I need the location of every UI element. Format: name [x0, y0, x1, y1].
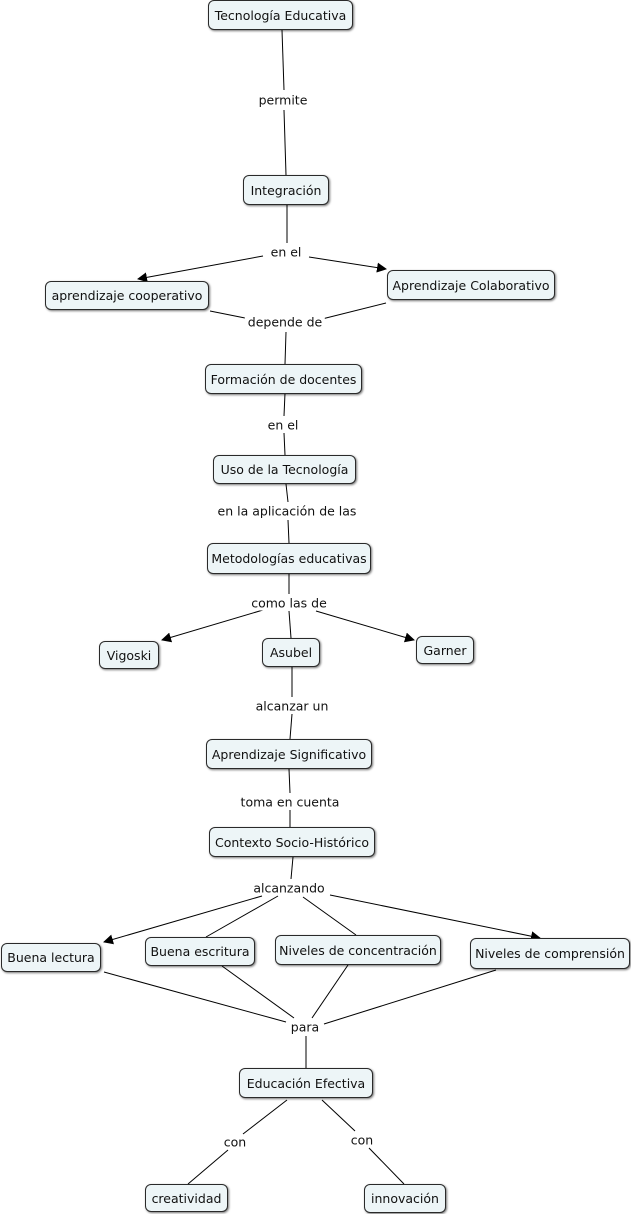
connector	[289, 713, 293, 740]
link-label-con: con	[220, 1134, 250, 1150]
link-label-alcanzando: alcanzando	[250, 880, 328, 896]
connector	[283, 392, 286, 417]
concept-garner[interactable]: Garner	[416, 636, 474, 664]
arrow-connector	[103, 895, 263, 945]
connector	[284, 331, 287, 365]
concept-buena-lectura[interactable]: Buena lectura	[1, 943, 101, 972]
connector	[221, 965, 295, 1019]
connector	[281, 29, 285, 91]
concept-vigoski[interactable]: Vigoski	[99, 641, 159, 669]
link-label-en-el: en el	[267, 244, 305, 260]
arrow-connector	[329, 894, 541, 942]
concept-uso-tecnologia[interactable]: Uso de la Tecnología	[213, 455, 356, 484]
arrow-connector	[137, 255, 264, 283]
concept-aprendizaje-colaborativo[interactable]: Aprendizaje Colaborativo	[387, 270, 555, 300]
connector	[285, 483, 289, 503]
link-label-en-la-aplicacion: en la aplicación de las	[214, 503, 360, 519]
connector	[209, 310, 251, 320]
connector	[323, 969, 497, 1025]
concept-educacion-efectiva[interactable]: Educación Efectiva	[239, 1068, 373, 1098]
link-label-depende-de: depende de	[244, 314, 326, 330]
concept-asubel[interactable]: Asubel	[262, 638, 320, 667]
arrow-connector	[161, 609, 264, 643]
concept-innovacion[interactable]: innovación	[364, 1184, 446, 1213]
connector	[290, 856, 294, 880]
connector	[321, 302, 387, 320]
concept-formacion-docentes[interactable]: Formación de docentes	[205, 364, 362, 394]
connector	[242, 1099, 288, 1135]
link-label-permite: permite	[255, 92, 311, 108]
connector	[311, 964, 349, 1019]
link-label-en-el: en el	[264, 417, 302, 433]
link-label-alcanzar-un: alcanzar un	[252, 698, 332, 714]
concept-creatividad[interactable]: creatividad	[145, 1184, 228, 1212]
concept-niveles-comprension[interactable]: Niveles de comprensión	[470, 938, 630, 969]
connector	[103, 971, 287, 1023]
connector	[287, 519, 290, 544]
arrow-connector	[315, 610, 415, 643]
concept-aprendizaje-significativo[interactable]: Aprendizaje Significativo	[206, 739, 372, 769]
connector	[283, 109, 287, 176]
concept-contexto-socio-historico[interactable]: Contexto Socio-Histórico	[209, 827, 375, 857]
concept-integracion[interactable]: Integración	[243, 175, 329, 205]
connector	[187, 1149, 229, 1185]
concept-metodologias-educativas[interactable]: Metodologías educativas	[207, 543, 371, 574]
concept-niveles-concentracion[interactable]: Niveles de concentración	[275, 935, 441, 965]
connector	[321, 1099, 356, 1132]
link-label-toma-en-cuenta: toma en cuenta	[237, 794, 343, 810]
concept-aprendizaje-cooperativo[interactable]: aprendizaje cooperativo	[45, 281, 209, 310]
concept-tecnologia-educativa[interactable]: Tecnología Educativa	[208, 0, 353, 30]
connector	[283, 432, 286, 456]
arrow-connector	[308, 256, 387, 273]
link-label-como-las-de: como las de	[248, 595, 330, 611]
concept-buena-escritura[interactable]: Buena escritura	[145, 937, 255, 966]
connector	[288, 610, 292, 639]
connector	[288, 768, 291, 794]
connector	[302, 896, 357, 936]
connector	[205, 895, 279, 938]
connector	[368, 1147, 405, 1185]
link-label-para: para	[287, 1019, 323, 1035]
link-label-con: con	[347, 1132, 377, 1148]
